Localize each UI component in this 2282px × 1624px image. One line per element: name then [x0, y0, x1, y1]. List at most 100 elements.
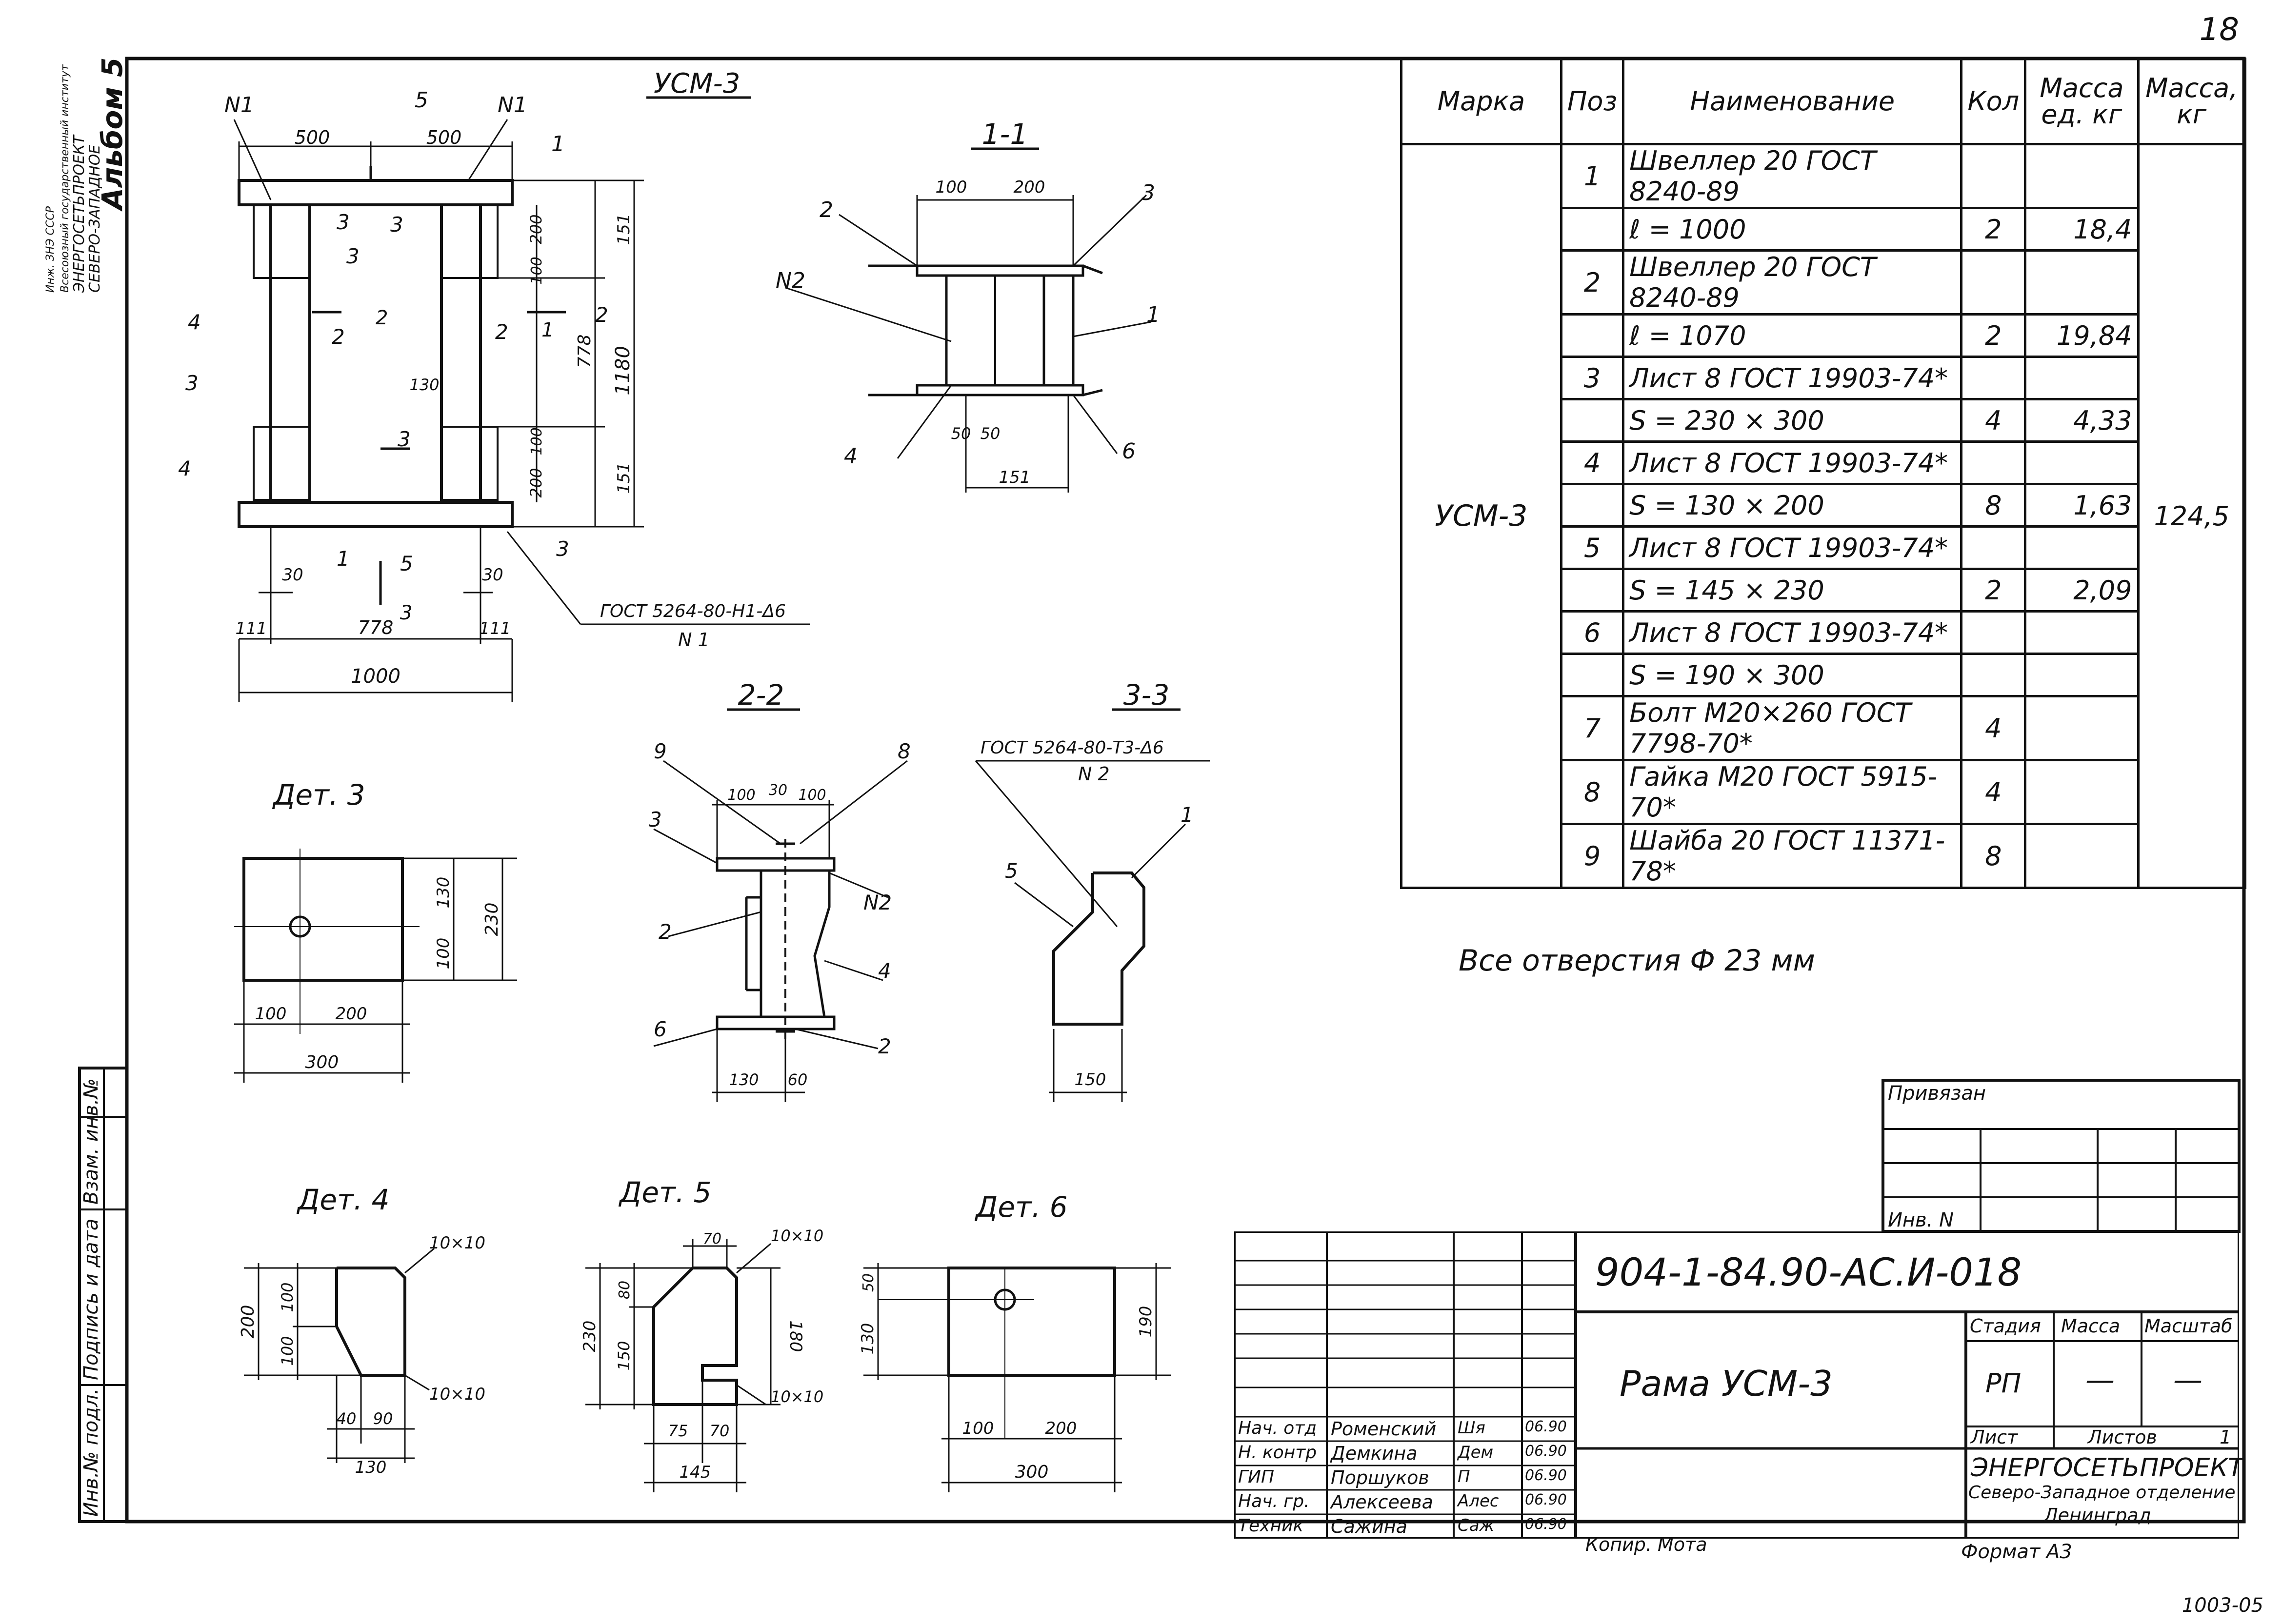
d3-dim-230: 230	[482, 903, 502, 936]
spec-qty	[1960, 653, 2027, 697]
detail-5: Дет. 5	[585, 1176, 781, 1492]
spec-header-pos: Поз	[1560, 58, 1625, 145]
callout-n1-right: N1	[498, 93, 527, 118]
spec-name: Болт М20×260 ГОСТ 7798-70*	[1622, 695, 1963, 761]
cut-mark-1: 1	[541, 319, 554, 341]
section-3-3-labels: ГОСТ 5264-80-Т3-Δ6 N 2 1 5 150	[981, 738, 1194, 1089]
callout-pos2-b: 2	[495, 320, 508, 344]
dim-111-left: 111	[236, 619, 267, 638]
d3-dim-100-h: 100	[255, 1004, 287, 1024]
d5-chamfer-bottom: 10×10	[771, 1387, 823, 1406]
spec-unit-mass	[2024, 356, 2140, 400]
detail-4: Дет. 4	[244, 1183, 435, 1463]
signer-sign: Дем	[1458, 1443, 1494, 1462]
spec-pos: 8	[1560, 759, 1625, 825]
d5-dim-150: 150	[615, 1341, 633, 1370]
d6-dim-200: 200	[1045, 1419, 1077, 1438]
s33-callout-1: 1	[1181, 803, 1194, 827]
spec-name: Гайка М20 ГОСТ 5915-70*	[1622, 759, 1963, 825]
spec-pos: 9	[1560, 823, 1625, 889]
spec-unit-mass	[2024, 440, 2140, 485]
main-view-callouts: N1 N1 5 1 3 3 3 3 3 4 4 2 2 2 1 5 3 1 2 …	[178, 88, 786, 651]
s22-callout-2-b: 2	[878, 1034, 891, 1058]
spec-qty	[1960, 525, 2027, 570]
inv-number-label: Инв. N	[1888, 1209, 1954, 1231]
spec-header-row: Марка Поз Наименование Кол Масса ед. кг …	[1400, 58, 2247, 145]
signer-date: 06.90	[1525, 1467, 1567, 1484]
callout-pos2-c: 2	[595, 303, 608, 327]
signer-name: Демкина	[1331, 1443, 1418, 1464]
detail-4-dims: 200 100 100 40 90 130 10×10 10×10	[238, 1233, 485, 1477]
scale-value: —	[2173, 1363, 2202, 1397]
scale-header: Масштаб	[2144, 1315, 2233, 1337]
signer-name: Поршуков	[1331, 1467, 1429, 1488]
d4-dim-130: 130	[355, 1458, 387, 1477]
title-block-grid	[1234, 1231, 2239, 1539]
section-1-1: 1-1	[785, 118, 1152, 493]
spec-name: Лист 8 ГОСТ 19903-74*	[1622, 356, 1963, 400]
column-vzam-inv: Взам. инв.№	[80, 1078, 102, 1205]
s33-callout-5: 5	[1005, 859, 1018, 883]
s22-callout-4: 4	[878, 959, 891, 983]
s11-dim-100: 100	[936, 178, 967, 197]
callout-pos4-b: 4	[178, 456, 191, 480]
callout-pos1-bottom: 1	[337, 547, 350, 571]
d4-dim-100-a: 100	[278, 1282, 297, 1312]
column-signature-date: Подпись и дата	[80, 1219, 102, 1380]
d4-dim-200: 200	[238, 1305, 258, 1339]
section-3-3: 3-3	[975, 678, 1210, 1102]
s11-dim-200: 200	[1014, 178, 1045, 197]
sheet-label: Лист	[1971, 1426, 2018, 1448]
dim-151-top: 151	[614, 214, 634, 245]
spec-mark: УСМ-3	[1400, 143, 1562, 889]
side-stamp-line3: ЭНЕРГОСЕТЬПРОЕКТ	[71, 134, 88, 293]
bottom-note: 1003-05	[2182, 1594, 2263, 1617]
spec-name: Шайба 20 ГОСТ 11371-78*	[1622, 823, 1963, 889]
callout-pos3-b: 3	[390, 213, 403, 237]
callout-pos3-d: 3	[185, 371, 199, 395]
spec-name: ℓ = 1000	[1622, 207, 1963, 252]
spec-qty	[1960, 143, 2027, 209]
album-label: Альбом 5	[96, 58, 129, 212]
spec-pos	[1560, 313, 1625, 358]
specification-table: Марка Поз Наименование Кол Масса ед. кг …	[1400, 58, 2247, 889]
dim-30-right: 30	[482, 565, 503, 585]
org-branch: Северо-Западное отделение	[1968, 1483, 2236, 1503]
callout-pos3-e: 3	[398, 427, 411, 451]
signer-role: ГИП	[1238, 1467, 1275, 1487]
signer-date: 06.90	[1525, 1516, 1567, 1533]
spec-unit-mass	[2024, 823, 2140, 889]
detail-6-title: Дет. 6	[974, 1190, 1068, 1224]
spec-unit-mass	[2024, 525, 2140, 570]
spec-qty: 2	[1960, 207, 2027, 252]
drawing-title: Рама УСМ-3	[1620, 1363, 1833, 1404]
d3-dim-130: 130	[434, 877, 453, 909]
spec-qty: 2	[1960, 313, 2027, 358]
spec-unit-mass: 19,84	[2024, 313, 2140, 358]
d5-dim-70-bottom: 70	[710, 1422, 730, 1440]
cut-mark-2: 2	[376, 307, 388, 329]
d6-dim-100: 100	[962, 1419, 994, 1438]
dim-100-bottom: 100	[528, 427, 545, 455]
privyazan-label: Привязан	[1888, 1082, 1986, 1105]
s22-callout-3: 3	[649, 808, 662, 832]
spec-pos	[1560, 653, 1625, 697]
spec-name: Швеллер 20 ГОСТ 8240-89	[1622, 249, 1963, 316]
spec-unit-mass	[2024, 610, 2140, 655]
d3-dim-100-v: 100	[434, 938, 453, 970]
page-number: 18	[2200, 12, 2239, 48]
signer-date: 06.90	[1525, 1443, 1567, 1460]
d6-dim-50: 50	[860, 1273, 877, 1292]
callout-pos2-a: 2	[332, 325, 345, 349]
spec-pos: 6	[1560, 610, 1625, 655]
s22-callout-n2: N2	[863, 891, 892, 914]
section-2-2: 2-2	[653, 678, 908, 1102]
d5-dim-75: 75	[668, 1422, 688, 1440]
signer-sign: Саж	[1458, 1516, 1495, 1535]
dim-1180: 1180	[612, 346, 634, 396]
sheets-value: 1	[2220, 1426, 2232, 1448]
